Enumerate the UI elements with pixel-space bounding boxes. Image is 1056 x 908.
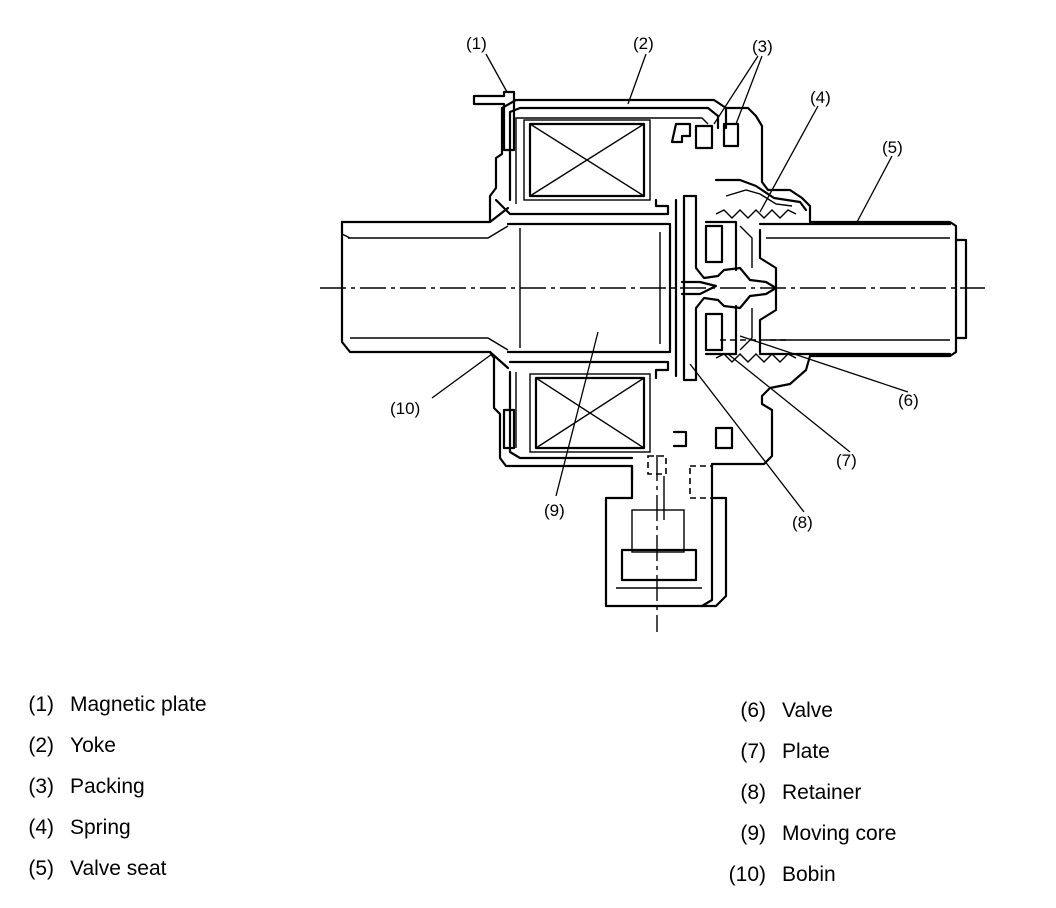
callout-5: (5) <box>882 138 903 157</box>
legend-number: (7) <box>740 740 766 763</box>
legend-item: (4) Spring <box>6 816 131 839</box>
callout-1: (1) <box>466 34 487 53</box>
callout-10: (10) <box>390 399 420 418</box>
leader-lines <box>431 53 909 513</box>
legend-item: (2) Yoke <box>6 735 116 756</box>
legend-item: (8) Retainer <box>718 782 861 803</box>
coil-lower <box>529 373 651 453</box>
legend-number: (9) <box>740 822 766 845</box>
legend-item: (9) Moving core <box>718 823 896 844</box>
legend-label: Retainer <box>782 781 862 804</box>
legend-item: (3) Packing <box>6 775 145 798</box>
valve-housing <box>700 106 968 608</box>
legend-label: Magnetic plate <box>70 693 207 716</box>
legend-label: Yoke <box>70 734 116 757</box>
callout-4: (4) <box>810 88 831 107</box>
legend-label: Bobin <box>782 863 836 886</box>
valve-seat <box>758 222 952 356</box>
legend-label: Spring <box>70 816 131 839</box>
legend-number: (4) <box>28 816 54 839</box>
callout-labels: (1) (2) (3) (4) (5) (6) (7) (8) (9) (10) <box>390 34 919 532</box>
legend-number: (10) <box>728 863 766 886</box>
lower-fitting <box>604 455 728 608</box>
moving-core <box>506 222 672 354</box>
callout-9: (9) <box>544 501 565 520</box>
legend-label: Moving core <box>782 822 897 845</box>
valve-assembly <box>674 194 790 382</box>
legend-item: (1) Magnetic plate <box>6 693 207 716</box>
callout-8: (8) <box>792 513 813 532</box>
callout-2: (2) <box>633 34 654 53</box>
callout-6: (6) <box>898 391 919 410</box>
legend-label: Valve seat <box>70 857 167 880</box>
coil-upper <box>523 119 651 201</box>
legend-label: Valve <box>782 699 833 722</box>
legend-number: (3) <box>28 775 54 798</box>
legend-item: (10) Bobin <box>718 864 836 885</box>
legend-number: (1) <box>28 693 54 716</box>
spring <box>715 209 797 363</box>
legend-number: (8) <box>740 781 766 804</box>
legend-number: (5) <box>28 857 54 880</box>
legend-label: Plate <box>782 740 830 763</box>
legend-item: (7) Plate <box>718 741 830 762</box>
legend-label: Packing <box>70 775 145 798</box>
magnetic-plate <box>472 90 516 450</box>
legend-number: (6) <box>740 699 766 722</box>
packing <box>670 122 740 450</box>
legend-item: (5) Valve seat <box>6 857 167 880</box>
legend-item: (6) Valve <box>718 700 833 721</box>
yoke-lower <box>488 350 670 482</box>
callout-7: (7) <box>836 451 857 470</box>
callout-3: (3) <box>752 37 773 56</box>
inlet-pipe <box>340 206 510 370</box>
legend-number: (2) <box>28 734 54 757</box>
